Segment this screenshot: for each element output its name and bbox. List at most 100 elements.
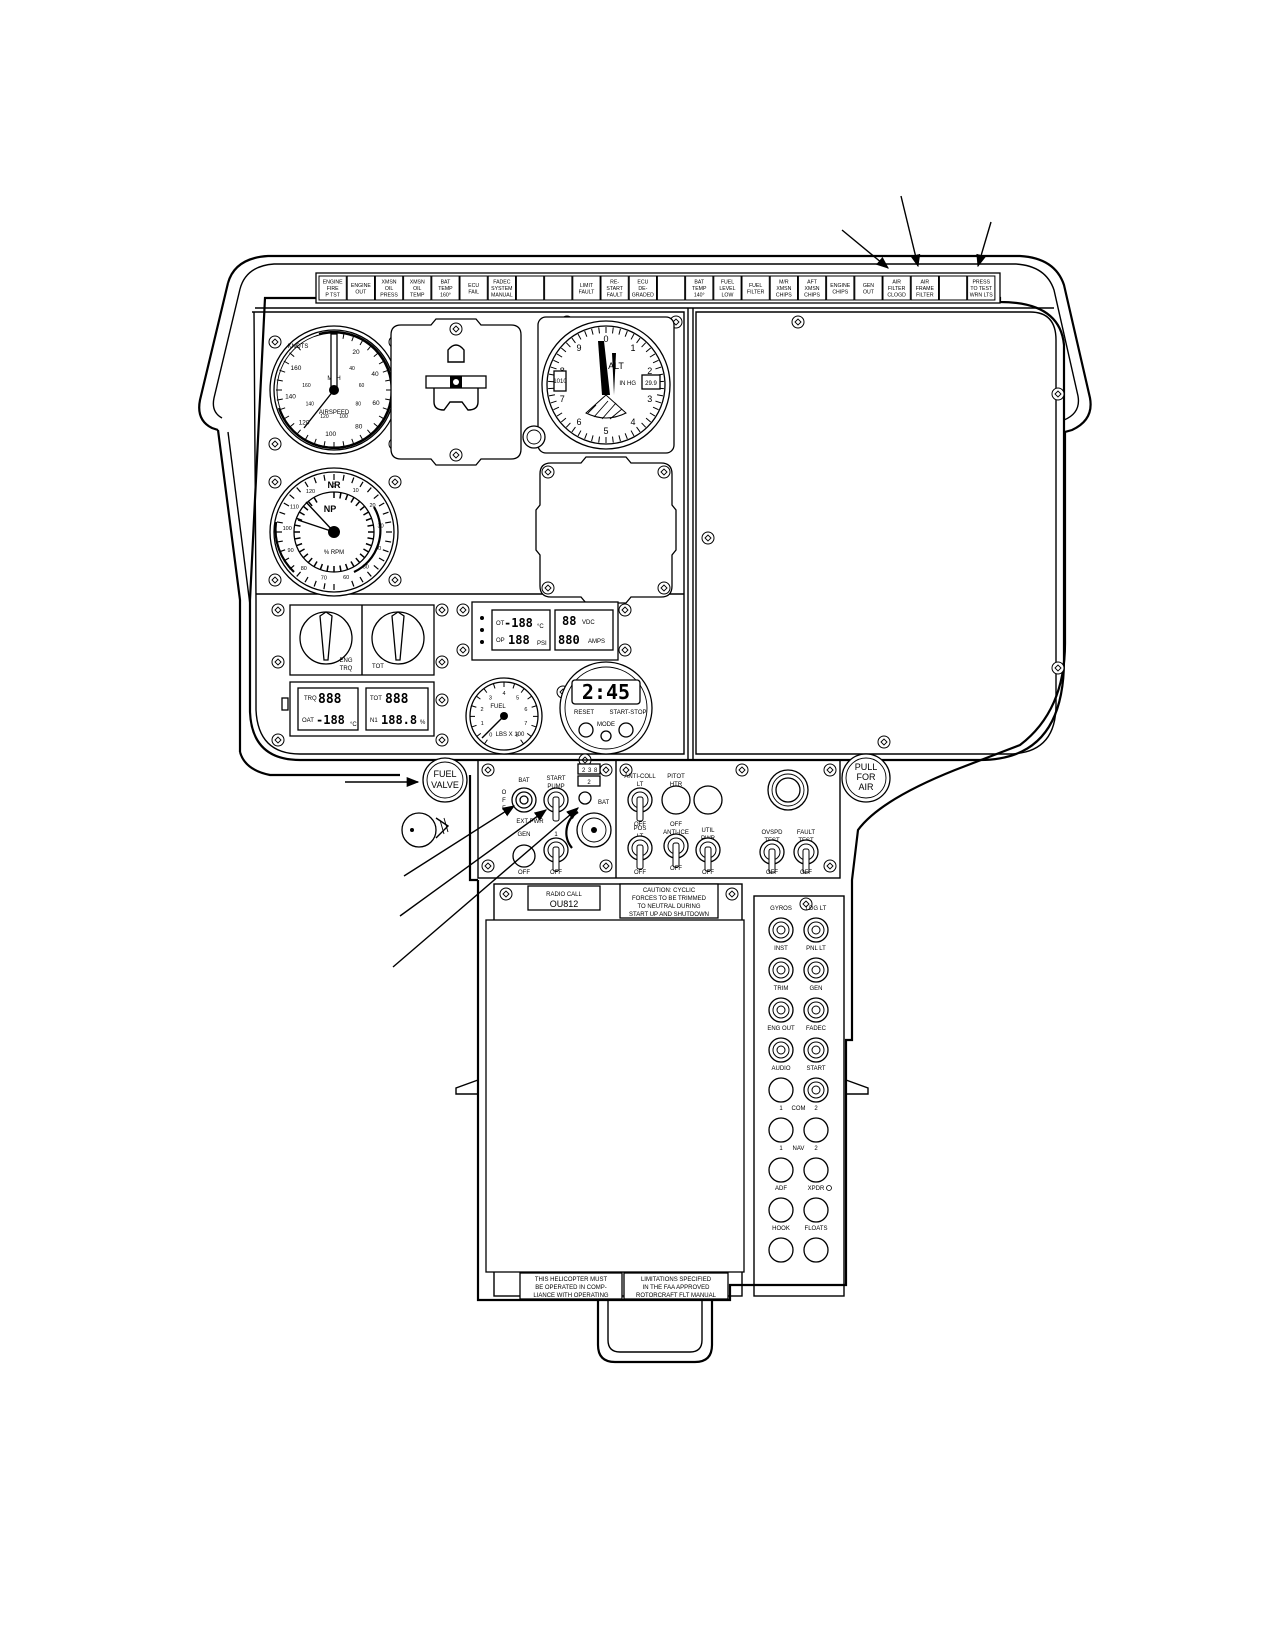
pos-lt-switch[interactable]: POS LT OFF <box>627 826 653 876</box>
op-value: 188 <box>508 633 530 647</box>
gauge-label: 100 <box>339 414 348 420</box>
gauge-tick <box>351 438 355 445</box>
svg-text:FUEL: FUEL <box>433 769 456 779</box>
caution-light-text: XMSN <box>776 286 791 292</box>
svg-text:2: 2 <box>582 768 586 774</box>
op-label: OP <box>496 638 505 644</box>
gauge-tick <box>351 335 355 342</box>
caution-light-text: LEVEL <box>719 286 735 292</box>
dig-oat-unit: °C <box>350 722 357 728</box>
circuit-breaker[interactable] <box>803 1037 829 1063</box>
ovspd-test-switch[interactable]: OVSPD TEST OFF <box>759 830 785 876</box>
gauge-tick <box>365 517 372 522</box>
caution-light-text: GEN <box>863 283 874 289</box>
svg-text:OFF: OFF <box>766 870 778 876</box>
large-round-button[interactable] <box>767 769 809 811</box>
gauge-tick <box>618 435 621 442</box>
clock-mode-button[interactable] <box>600 730 612 742</box>
gauge-tick <box>296 517 303 522</box>
dig-oat-value: -188 <box>316 713 345 727</box>
rpm-np-label: NP <box>324 504 337 514</box>
gauge-tick <box>612 436 614 443</box>
util-pwr-switch[interactable]: UTIL PWR OFF <box>695 828 721 876</box>
svg-text:1: 1 <box>779 1146 783 1152</box>
pitot-heat-switch[interactable]: PITOT HTR OFF <box>661 774 691 828</box>
gauge-label: 5 <box>603 426 608 436</box>
circuit-breaker[interactable] <box>768 997 794 1023</box>
callout-arrow-indicator <box>392 807 579 968</box>
engine-1-switch[interactable]: 1 OFF <box>543 832 569 876</box>
gauge-tick <box>645 417 652 423</box>
gauge-tick <box>636 337 641 344</box>
gauge-tick <box>571 426 576 433</box>
gauge-label: 9 <box>576 343 581 353</box>
gauge-tick <box>556 412 563 417</box>
svg-text:GEN: GEN <box>809 986 822 992</box>
pull-for-air-button[interactable]: PULL FOR AIR <box>841 753 891 803</box>
gauge-label: 80 <box>301 566 307 572</box>
circuit-breaker[interactable] <box>803 1197 829 1223</box>
anti-coll-switch[interactable]: ANTI-COLL LT OFF <box>624 774 656 828</box>
caution-light-text: FIRE <box>327 286 339 292</box>
bat-switch[interactable]: BAT O F F EXT PWR <box>502 778 545 825</box>
gauge-label: 1 <box>481 721 484 727</box>
circuit-breaker[interactable] <box>768 1197 794 1223</box>
op-unit: PSI <box>537 641 547 647</box>
gauge-tick <box>378 557 385 562</box>
gauge-tick <box>591 435 594 442</box>
caution-light-text: FRAME <box>916 286 935 292</box>
circuit-breaker[interactable] <box>768 917 794 943</box>
gauge-tick <box>512 683 516 689</box>
gauge-tick <box>355 500 361 507</box>
svg-text:INST: INST <box>774 946 788 952</box>
fault-test-switch[interactable]: FAULT TEST OFF <box>793 830 819 876</box>
caution-light-text: CHIPS <box>832 289 848 295</box>
start-pump-switch[interactable]: START PUMP <box>543 776 569 822</box>
circuit-breaker[interactable] <box>768 1077 794 1103</box>
svg-text:START: START <box>546 776 565 782</box>
circuit-breaker[interactable] <box>803 1157 829 1183</box>
svg-text:TRIM: TRIM <box>774 986 789 992</box>
svg-text:PITOT: PITOT <box>667 774 685 780</box>
gauge-label: 70 <box>321 576 327 582</box>
gauge-label: 40 <box>349 366 355 372</box>
caution-light-text: PRESS <box>380 293 398 299</box>
gauge-tick <box>382 549 389 553</box>
gauge-tick <box>344 494 349 501</box>
trq-eng-label: ENG <box>339 658 352 664</box>
circuit-breaker[interactable] <box>803 1117 829 1143</box>
caution-light-text: LIMIT <box>580 283 594 289</box>
circuit-breaker[interactable] <box>768 957 794 983</box>
circuit-breaker[interactable] <box>768 1117 794 1143</box>
circuit-breaker[interactable] <box>803 957 829 983</box>
caution-light-text: 140° <box>694 293 705 299</box>
gauge-tick <box>298 548 305 553</box>
clock-reset-button[interactable] <box>578 722 594 738</box>
gauge-label: 60 <box>372 400 380 407</box>
circuit-breaker[interactable] <box>803 917 829 943</box>
clock-start-stop-button[interactable] <box>618 722 634 738</box>
circuit-breaker[interactable] <box>803 1237 829 1263</box>
gauge-tick <box>656 394 664 397</box>
circuit-breaker[interactable] <box>768 1037 794 1063</box>
fuel-valve-button[interactable]: FUEL VALVE <box>422 757 468 803</box>
circuit-breaker[interactable] <box>803 1077 829 1103</box>
gauge-tick <box>652 359 659 364</box>
caution-light-text: WRN LTS <box>970 293 993 299</box>
gauge-tick <box>598 327 600 334</box>
gauge-tick <box>367 429 372 435</box>
anti-ice-switch[interactable]: ANTI-ICE OFF <box>663 830 689 872</box>
gauge-tick <box>565 342 571 348</box>
clock-time: 2:45 <box>582 680 630 704</box>
circuit-breaker[interactable] <box>768 1237 794 1263</box>
circuit-breaker[interactable] <box>768 1157 794 1183</box>
circuit-breaker[interactable] <box>803 997 829 1023</box>
knob-left[interactable] <box>401 812 450 848</box>
